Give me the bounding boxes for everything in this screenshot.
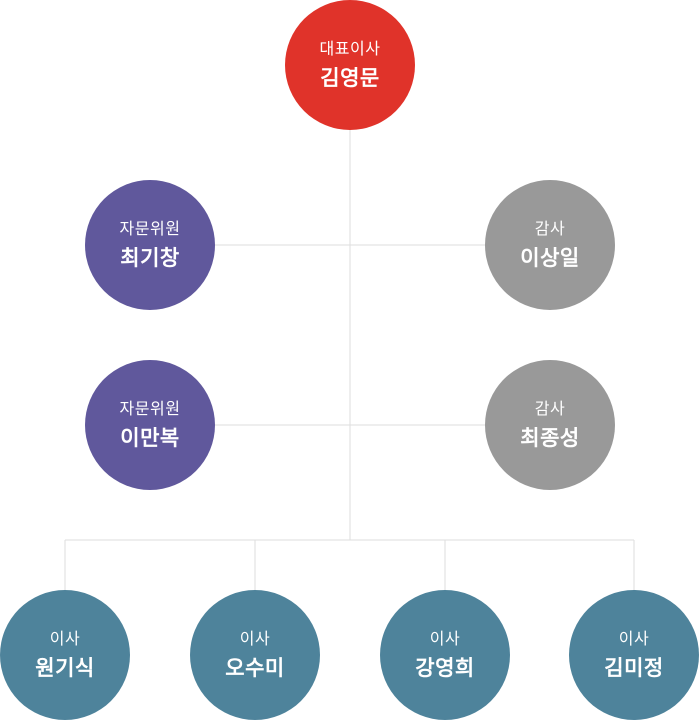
node-role: 자문위원 — [119, 399, 181, 418]
node-name: 최기창 — [120, 246, 180, 270]
node-role: 감사 — [534, 399, 566, 418]
node-role: 이사 — [618, 629, 650, 648]
node-name: 최종성 — [520, 426, 580, 450]
node-director-3: 이사 강영희 — [380, 590, 510, 720]
node-advisor-1: 자문위원 최기창 — [85, 180, 215, 310]
node-auditor-1: 감사 이상일 — [485, 180, 615, 310]
node-name: 김영문 — [320, 66, 380, 90]
node-director-2: 이사 오수미 — [190, 590, 320, 720]
node-role: 대표이사 — [319, 39, 381, 58]
node-advisor-2: 자문위원 이만복 — [85, 360, 215, 490]
node-name: 이만복 — [120, 426, 180, 450]
node-director-1: 이사 원기식 — [0, 590, 130, 720]
node-name: 김미정 — [604, 656, 664, 680]
node-role: 이사 — [239, 629, 271, 648]
node-role: 자문위원 — [119, 219, 181, 238]
node-name: 강영희 — [415, 656, 475, 680]
node-director-4: 이사 김미정 — [569, 590, 699, 720]
node-name: 원기식 — [35, 656, 95, 680]
node-name: 이상일 — [520, 246, 580, 270]
node-ceo: 대표이사 김영문 — [285, 0, 415, 130]
node-auditor-2: 감사 최종성 — [485, 360, 615, 490]
node-role: 이사 — [429, 629, 461, 648]
node-role: 감사 — [534, 219, 566, 238]
node-name: 오수미 — [225, 656, 285, 680]
node-role: 이사 — [49, 629, 81, 648]
